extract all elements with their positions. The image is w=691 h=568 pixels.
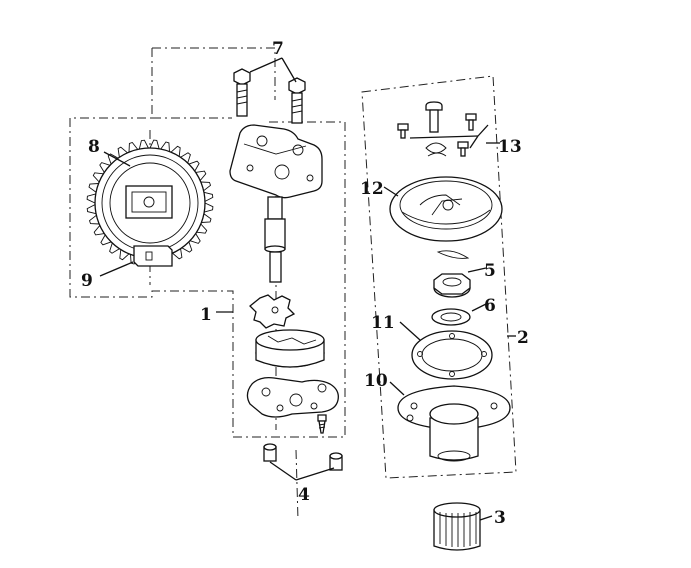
dowel-pin-left-icon bbox=[263, 443, 277, 462]
hex-nut-icon bbox=[433, 273, 471, 298]
callout-11: 11 bbox=[371, 313, 395, 333]
callout-13: 13 bbox=[498, 137, 522, 157]
bolt-pair bbox=[233, 68, 306, 124]
pump-shaft-icon bbox=[264, 196, 286, 283]
gasket-ring-icon bbox=[411, 330, 493, 380]
callout-3: 3 bbox=[494, 508, 506, 528]
callout-1: 1 bbox=[200, 305, 212, 325]
pump-body-icon bbox=[229, 124, 323, 199]
callout-10: 10 bbox=[364, 371, 388, 391]
outer-rotor-icon bbox=[255, 329, 325, 368]
splined-coupling-icon bbox=[433, 502, 481, 551]
leader-lines bbox=[99, 57, 516, 521]
dowel-pin-right-icon bbox=[329, 452, 343, 471]
bolt-left-icon bbox=[233, 68, 251, 117]
small-screw-icon bbox=[317, 414, 327, 434]
bolt-right-icon bbox=[288, 77, 306, 124]
callout-2: 2 bbox=[517, 328, 529, 348]
callout-12: 12 bbox=[360, 179, 384, 199]
callout-8: 8 bbox=[88, 137, 100, 157]
retaining-clip-icon bbox=[436, 250, 470, 259]
key-block-icon bbox=[133, 245, 173, 267]
gear-icon bbox=[86, 139, 214, 267]
callout-4: 4 bbox=[298, 485, 310, 505]
callout-7: 7 bbox=[272, 39, 284, 59]
callout-6: 6 bbox=[484, 296, 496, 316]
callout-5: 5 bbox=[484, 261, 496, 281]
screw-set-icon bbox=[397, 101, 477, 157]
callout-labels: 7 8 9 1 4 13 12 5 6 11 2 10 3 bbox=[81, 39, 529, 528]
flange-hub-icon bbox=[397, 385, 511, 462]
washer-icon bbox=[431, 308, 471, 326]
pump-gasket-icon bbox=[246, 376, 339, 418]
inner-rotor-icon bbox=[249, 294, 296, 329]
dowel-pin-pair bbox=[263, 443, 343, 471]
impeller-cover-icon bbox=[389, 176, 503, 242]
callout-9: 9 bbox=[81, 271, 93, 291]
